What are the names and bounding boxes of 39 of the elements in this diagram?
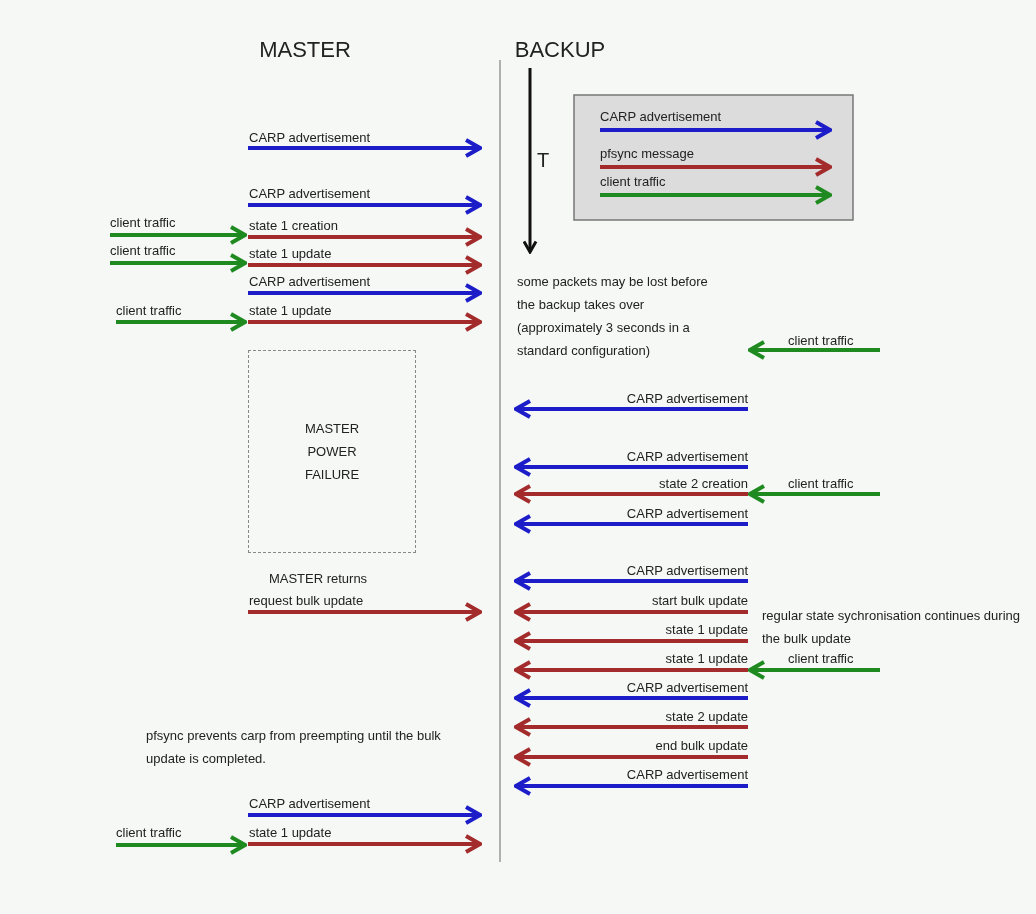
message-label: CARP advertisement — [249, 272, 371, 290]
legend-label: pfsync message — [600, 146, 694, 162]
message-label: client traffic — [110, 241, 176, 259]
message-label: start bulk update — [651, 591, 748, 609]
note-text: pfsync prevents carp from preempting until the bulk update is completed. — [146, 727, 442, 768]
time-label: T — [537, 148, 550, 172]
message-label: CARP advertisement — [249, 184, 371, 202]
message-label: state 1 update — [249, 823, 332, 841]
column-heading: MASTER — [259, 37, 351, 63]
message-label: state 1 update — [249, 244, 332, 262]
message-label: client traffic — [116, 823, 182, 841]
message-label: client traffic — [116, 301, 182, 319]
column-heading: BACKUP — [514, 37, 606, 63]
message-label: end bulk update — [655, 736, 748, 754]
legend-label: CARP advertisement — [600, 109, 722, 125]
message-label: CARP advertisement — [626, 504, 748, 522]
message-label: client traffic — [788, 649, 854, 667]
message-label: state 2 creation — [659, 474, 748, 492]
legend-label: client traffic — [600, 174, 666, 190]
message-label: CARP advertisement — [249, 128, 371, 146]
message-label: CARP advertisement — [626, 447, 748, 465]
message-label: state 1 update — [665, 649, 748, 667]
message-label: CARP advertisement — [626, 765, 748, 783]
message-label: state 2 update — [665, 707, 748, 725]
message-label: client traffic — [110, 213, 176, 231]
message-label: MASTER returns — [268, 569, 368, 587]
message-label: CARP advertisement — [626, 561, 748, 579]
message-label: state 1 creation — [249, 216, 338, 234]
message-label: CARP advertisement — [626, 678, 748, 696]
message-label: client traffic — [788, 331, 854, 349]
event-label: MASTER POWER FAILURE — [303, 420, 361, 484]
message-label: CARP advertisement — [249, 794, 371, 812]
message-label: state 1 update — [665, 620, 748, 638]
event-box — [248, 350, 416, 553]
message-label: request bulk update — [249, 591, 364, 609]
message-label: client traffic — [788, 474, 854, 492]
note-text: some packets may be lost before the backup takes over (approximately 3 seconds in a standard configuration) — [517, 273, 709, 360]
message-label: CARP advertisement — [626, 389, 748, 407]
message-label: state 1 update — [249, 301, 332, 319]
